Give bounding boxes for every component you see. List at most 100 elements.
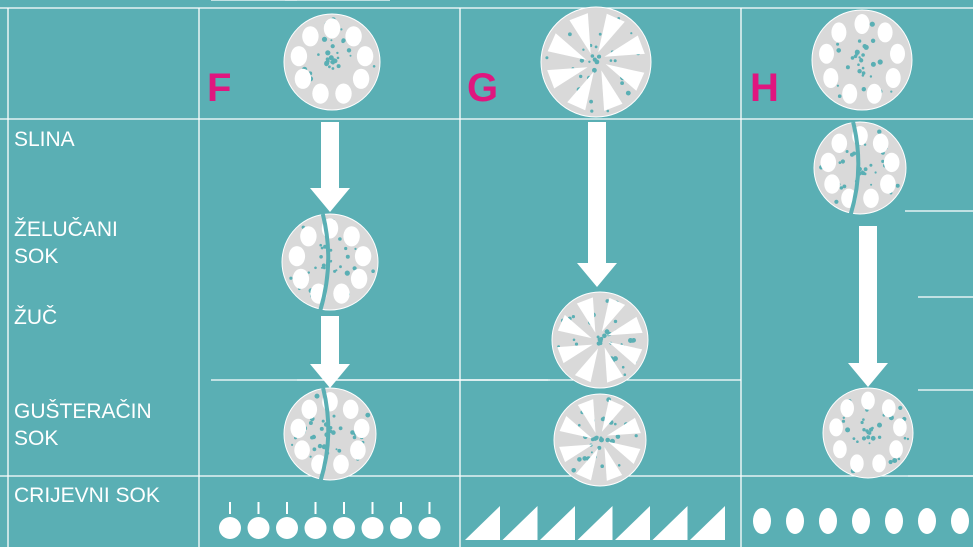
molecule-head xyxy=(305,517,327,539)
speckle xyxy=(861,170,864,173)
speckle xyxy=(344,247,347,250)
speckle xyxy=(846,65,850,69)
speckle xyxy=(862,428,865,431)
speckle xyxy=(339,265,342,268)
speckle xyxy=(870,184,872,186)
speckle xyxy=(331,44,335,48)
speckle xyxy=(345,271,350,276)
fat-droplet xyxy=(353,69,369,89)
speckle xyxy=(579,75,582,78)
fat-droplet xyxy=(863,189,879,208)
fat-droplet xyxy=(289,246,305,266)
particle-g-start xyxy=(541,7,651,117)
speckle xyxy=(898,406,902,410)
speckle xyxy=(371,269,375,273)
fat-droplet xyxy=(294,440,310,459)
molecule-head xyxy=(362,517,384,539)
particle-h-slina xyxy=(814,122,906,214)
row-label-gusteracin-sok: GUŠTERAČIN SOK xyxy=(14,398,152,452)
fat-droplet xyxy=(357,46,373,66)
speckle xyxy=(620,81,624,85)
fat-droplet xyxy=(291,419,307,438)
row-label-zelucani-sok: ŽELUČANI SOK xyxy=(14,216,118,270)
product-g-wedge xyxy=(465,506,500,540)
speckle xyxy=(310,456,312,458)
speckle xyxy=(862,71,866,75)
fat-droplet xyxy=(295,69,311,89)
product-g-wedge xyxy=(503,506,538,540)
speckle xyxy=(346,255,350,259)
speckle xyxy=(577,457,582,462)
arrow-f-1 xyxy=(310,122,350,212)
product-h-granule xyxy=(819,508,837,534)
fat-droplet xyxy=(821,153,837,172)
arrow-shaft xyxy=(321,316,339,364)
arrow-g xyxy=(577,122,617,287)
speckle xyxy=(347,48,351,52)
speckle xyxy=(846,150,849,153)
product-f-molecule xyxy=(362,502,384,539)
speckle xyxy=(622,366,625,369)
speckle xyxy=(867,432,870,435)
speckle xyxy=(845,427,850,432)
speckle xyxy=(597,336,600,339)
speckle xyxy=(877,423,882,428)
speckle xyxy=(328,65,331,68)
starch-granule xyxy=(833,440,847,458)
speckle xyxy=(353,436,357,440)
fat-droplet xyxy=(312,84,328,104)
speckle xyxy=(373,65,376,68)
starch-granule xyxy=(890,44,905,64)
product-f-molecule xyxy=(305,502,327,539)
speckle xyxy=(607,110,610,113)
speckle xyxy=(599,341,603,345)
speckle xyxy=(573,339,576,342)
speckle xyxy=(291,444,293,446)
product-f-molecule xyxy=(333,502,355,539)
speckle xyxy=(605,438,610,443)
speckle xyxy=(890,91,892,93)
speckle xyxy=(354,248,356,250)
speckle xyxy=(341,38,345,42)
speckle xyxy=(898,458,901,461)
speckle xyxy=(842,420,845,423)
speckle xyxy=(333,415,336,418)
speckle xyxy=(314,267,317,270)
speckle xyxy=(864,167,868,171)
speckle xyxy=(289,277,292,280)
speckle xyxy=(838,94,842,98)
speckle xyxy=(339,426,343,430)
arrow-h xyxy=(848,226,888,387)
speckle xyxy=(626,91,631,96)
speckle xyxy=(866,435,870,439)
speckle xyxy=(877,130,881,134)
speckle xyxy=(597,55,601,59)
speckle xyxy=(616,434,621,439)
speckle xyxy=(588,61,590,63)
speckle xyxy=(331,430,336,435)
fat-droplet xyxy=(300,226,316,246)
speckle xyxy=(332,67,335,70)
row-label-line: ŽELUČANI xyxy=(14,216,118,243)
product-h-granule xyxy=(786,508,804,534)
arrow-head xyxy=(577,263,617,287)
speckle xyxy=(907,438,909,440)
speckle xyxy=(841,159,845,163)
column-label-h: H xyxy=(750,66,779,111)
speckle xyxy=(591,438,595,442)
speckle xyxy=(575,343,578,346)
speckle xyxy=(590,110,593,113)
speckle xyxy=(545,56,548,59)
product-h-granule xyxy=(753,508,771,534)
fat-droplet xyxy=(350,440,366,459)
speckle xyxy=(864,173,867,176)
particle-h-start xyxy=(812,10,912,110)
fat-droplet xyxy=(880,174,896,193)
molecule-head xyxy=(248,517,270,539)
speckle xyxy=(871,62,876,67)
molecule-head xyxy=(219,517,241,539)
speckle xyxy=(861,421,864,424)
column-label-f: F xyxy=(207,66,231,111)
fat-droplet xyxy=(333,455,349,474)
fat-droplet xyxy=(351,269,367,289)
